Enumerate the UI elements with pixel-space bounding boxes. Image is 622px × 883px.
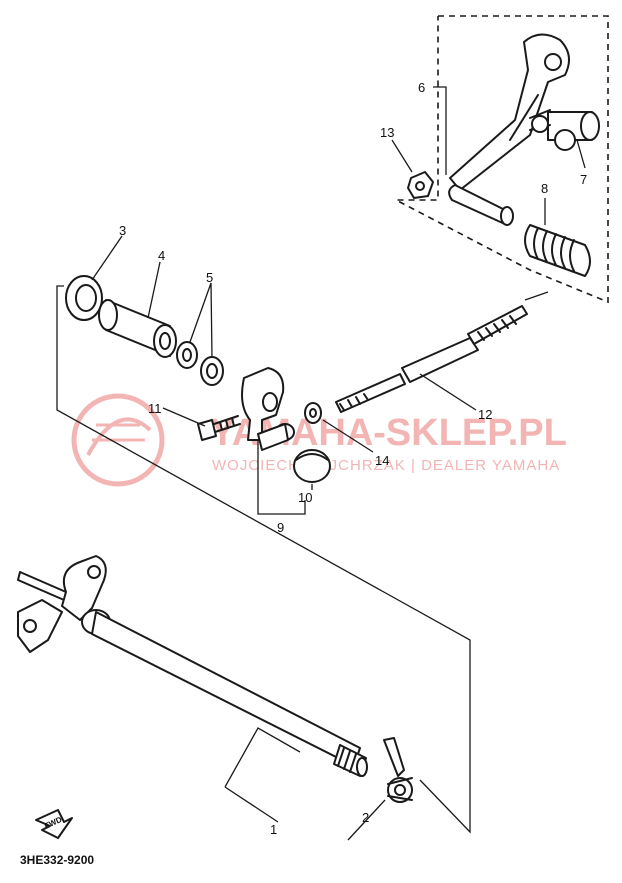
callout-13: 13: [380, 125, 394, 140]
callout-7: 7: [580, 172, 587, 187]
shift-arm-9: [241, 367, 295, 451]
shift-rod-12: [335, 305, 528, 413]
callout-2: 2: [362, 810, 369, 825]
callout-4: 4: [158, 248, 165, 263]
washer-14: [304, 402, 322, 424]
callout-10: 10: [298, 490, 312, 505]
spring-2: [383, 737, 413, 803]
diagram-code: 3HE332-9200: [20, 853, 94, 867]
left-frame-line: [56, 285, 471, 834]
callout-5: 5: [206, 270, 213, 285]
callout-9: 9: [277, 520, 284, 535]
callout-14: 14: [375, 453, 389, 468]
callout-6: 6: [418, 80, 425, 95]
nut-13: [407, 171, 434, 199]
shift-shaft-1: [17, 555, 368, 777]
pedal-assembly-dashed-box: [395, 15, 609, 304]
callout-3: 3: [119, 223, 126, 238]
callout-8: 8: [541, 181, 548, 196]
oil-seal-3: [65, 275, 103, 321]
watermark-logo: [71, 393, 165, 487]
callout-11: 11: [148, 401, 162, 416]
callout-12: 12: [478, 407, 492, 422]
leader-lines: [91, 86, 586, 841]
callout-1: 1: [270, 822, 277, 837]
shaft-rod-frame-line: [524, 291, 549, 301]
pedal-rubber-8: [524, 224, 591, 277]
fwd-arrow: FWD: [35, 809, 73, 839]
joint-10: [293, 449, 331, 483]
callouts: 3 4 5 6 7 8 13 11 12 14 10 9 1 2: [119, 80, 587, 837]
shift-pedal: [448, 33, 570, 226]
collar-4: [98, 299, 177, 358]
pivot-bolt-7: [529, 109, 600, 151]
washers-5: [176, 341, 224, 386]
